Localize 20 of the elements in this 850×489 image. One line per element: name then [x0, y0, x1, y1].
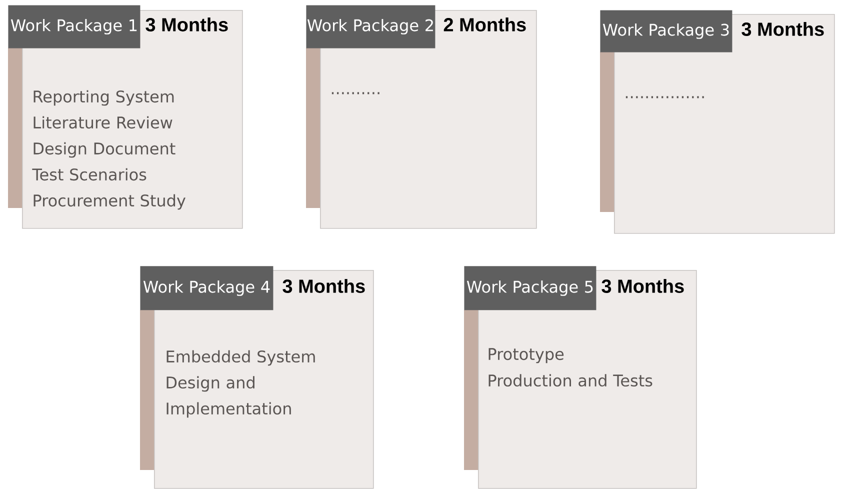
- duration-label: 3 Months: [146, 18, 228, 32]
- task-text: Literature Review: [34, 116, 172, 129]
- duration-label: 3 Months: [282, 279, 365, 293]
- task-text: Reporting System: [34, 90, 174, 106]
- task-text: Production and Tests: [488, 374, 652, 387]
- header-tab: Work Package 4: [140, 266, 274, 310]
- duration-label: 3 Months: [742, 22, 824, 36]
- task-text: ................: [626, 96, 704, 98]
- duration-label: 3 Months: [602, 279, 684, 293]
- task-text: Test Scenarios: [32, 168, 146, 181]
- header-tab: Work Package 5: [464, 266, 596, 310]
- task-text: Design Document: [34, 142, 176, 158]
- duration-label: 2 Months: [444, 18, 526, 32]
- task-text: Embedded System Design and Implementation: [166, 350, 315, 418]
- header-tab: Work Package 1: [8, 5, 140, 48]
- header-tab: Work Package 3: [600, 10, 732, 52]
- header-tab: Work Package 2: [306, 5, 436, 48]
- task-text: Procurement Study: [34, 194, 186, 210]
- task-text: ..........: [332, 92, 380, 94]
- task-text: Prototype: [488, 348, 564, 364]
